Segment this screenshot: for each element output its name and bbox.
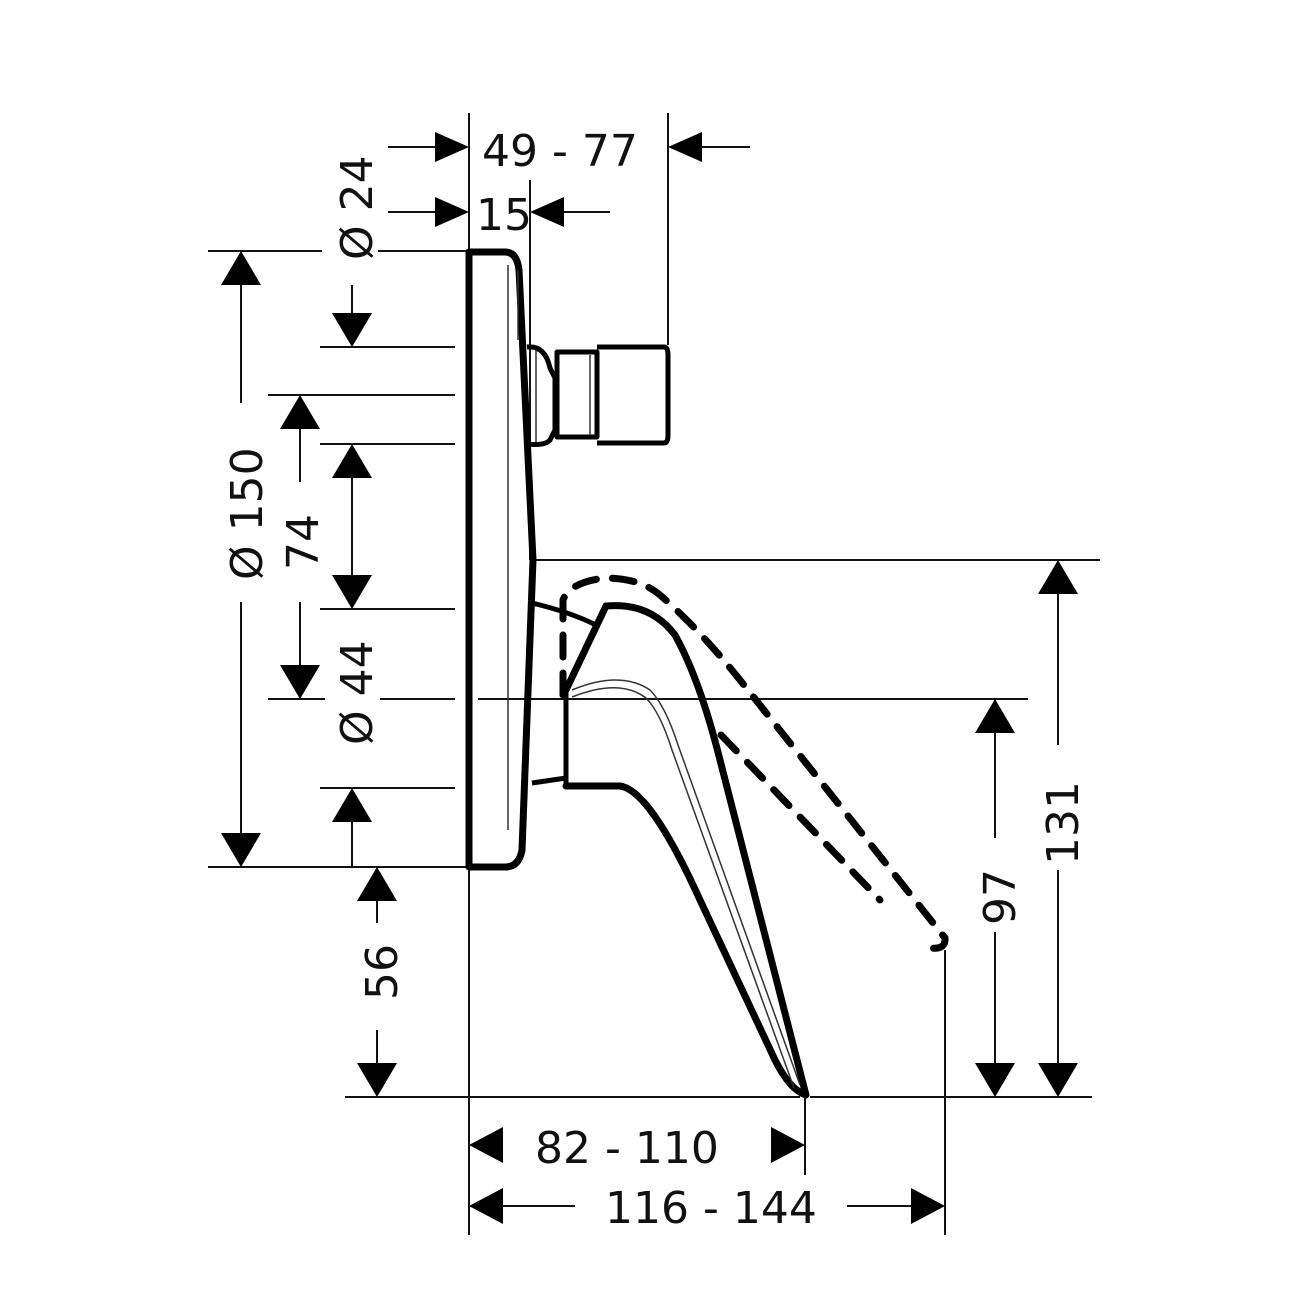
label-floor-to-plate: 56: [357, 944, 408, 1000]
label-plate-diameter: Ø 150: [222, 447, 273, 580]
wall-plate: [465, 248, 537, 871]
diverter-knob: [526, 344, 671, 447]
label-diverter-offset: 74: [278, 514, 329, 570]
label-diverter-diameter: Ø 24: [332, 155, 383, 260]
label-diverter-projection: 49 - 77: [482, 126, 638, 177]
label-handle-height-max: 131: [1038, 781, 1089, 865]
dimension-labels: 49 - 77 15 Ø 24 Ø 150 74 Ø 44 56 97 131 …: [222, 126, 1089, 1234]
dimension-arrows: [221, 132, 1078, 1224]
label-handle-reach-max: 116 - 144: [605, 1183, 817, 1234]
label-plate-depth: 15: [476, 190, 532, 241]
mixer-handle: [531, 574, 949, 1099]
extension-lines: [208, 113, 1100, 1235]
label-handle-diameter: Ø 44: [332, 640, 383, 745]
label-handle-height: 97: [975, 869, 1026, 925]
label-handle-reach: 82 - 110: [535, 1123, 719, 1174]
